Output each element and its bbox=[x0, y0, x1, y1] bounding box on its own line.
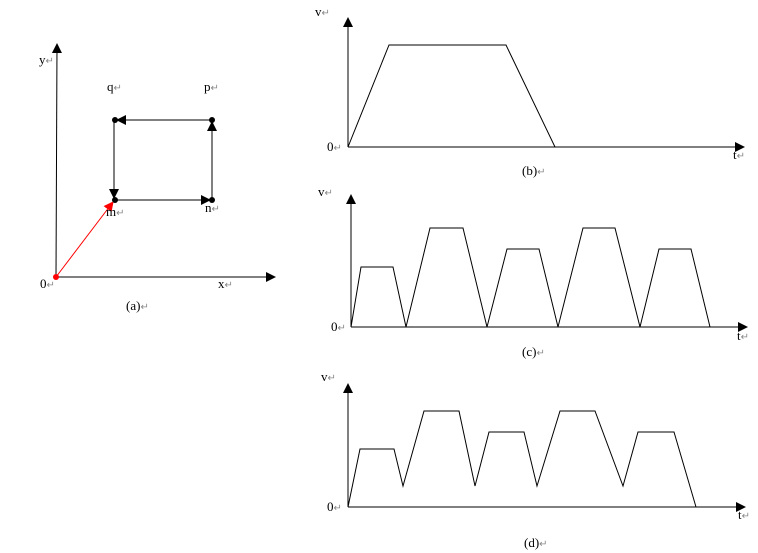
panel-b: v↵ t↵ 0↵ (b)↵ bbox=[315, 4, 745, 178]
t-axis-label-b: t↵ bbox=[733, 147, 745, 162]
t-axis-label-c: t↵ bbox=[737, 328, 749, 343]
point-n-dot bbox=[209, 197, 215, 203]
y-axis-label: y↵ bbox=[39, 52, 54, 67]
panel-d: v↵ t↵ 0↵ (d)↵ bbox=[321, 369, 750, 550]
return-mark: ↵ bbox=[536, 348, 544, 359]
return-mark: ↵ bbox=[537, 167, 545, 178]
y-axis bbox=[51, 43, 62, 278]
return-mark: ↵ bbox=[334, 503, 342, 514]
caption-d: (d)↵ bbox=[524, 535, 548, 550]
return-mark: ↵ bbox=[47, 280, 55, 291]
v-axis-label-b: v↵ bbox=[315, 4, 330, 19]
return-mark: ↵ bbox=[46, 56, 54, 67]
v-axis-label-d: v↵ bbox=[321, 369, 336, 384]
return-mark: ↵ bbox=[539, 539, 547, 550]
caption-b: (b)↵ bbox=[522, 163, 546, 178]
return-mark: ↵ bbox=[211, 83, 219, 94]
origin-label-b: 0↵ bbox=[327, 139, 342, 154]
panel-a: y↵ x↵ 0↵ q↵ p↵ m↵ n↵ (a)↵ bbox=[39, 43, 276, 313]
panel-c: v↵ t↵ 0↵ (c)↵ bbox=[318, 184, 749, 359]
x-axis-label: x↵ bbox=[218, 276, 233, 291]
velocity-curve-b bbox=[347, 44, 556, 148]
origin-label-d: 0↵ bbox=[327, 499, 342, 514]
t-axis-label-d: t↵ bbox=[738, 507, 750, 522]
return-mark: ↵ bbox=[225, 280, 233, 291]
return-mark: ↵ bbox=[742, 511, 750, 522]
velocity-curve-d bbox=[347, 410, 697, 508]
return-mark: ↵ bbox=[325, 188, 333, 199]
origin-label: 0↵ bbox=[40, 276, 55, 291]
point-q-dot bbox=[112, 117, 118, 123]
return-mark: ↵ bbox=[328, 373, 336, 384]
point-p-label: p↵ bbox=[204, 79, 219, 94]
return-mark: ↵ bbox=[114, 83, 122, 94]
point-p-dot bbox=[209, 117, 215, 123]
return-mark: ↵ bbox=[140, 302, 148, 313]
caption-a: (a)↵ bbox=[126, 298, 149, 313]
return-mark: ↵ bbox=[212, 204, 220, 215]
return-mark: ↵ bbox=[116, 208, 124, 219]
caption-c: (c)↵ bbox=[522, 344, 545, 359]
point-m-dot bbox=[112, 197, 118, 203]
return-mark: ↵ bbox=[338, 323, 346, 334]
point-q-label: q↵ bbox=[107, 79, 122, 94]
origin-label-c: 0↵ bbox=[331, 319, 346, 334]
return-mark: ↵ bbox=[334, 143, 342, 154]
position-vector bbox=[55, 201, 114, 278]
point-n-label: n↵ bbox=[205, 200, 220, 215]
return-mark: ↵ bbox=[737, 151, 745, 162]
v-axis-label-c: v↵ bbox=[318, 184, 333, 199]
origin-dot bbox=[53, 274, 59, 280]
velocity-curve-c bbox=[350, 227, 711, 328]
point-m-label: m↵ bbox=[106, 204, 125, 219]
return-mark: ↵ bbox=[322, 8, 330, 19]
return-mark: ↵ bbox=[741, 332, 749, 343]
